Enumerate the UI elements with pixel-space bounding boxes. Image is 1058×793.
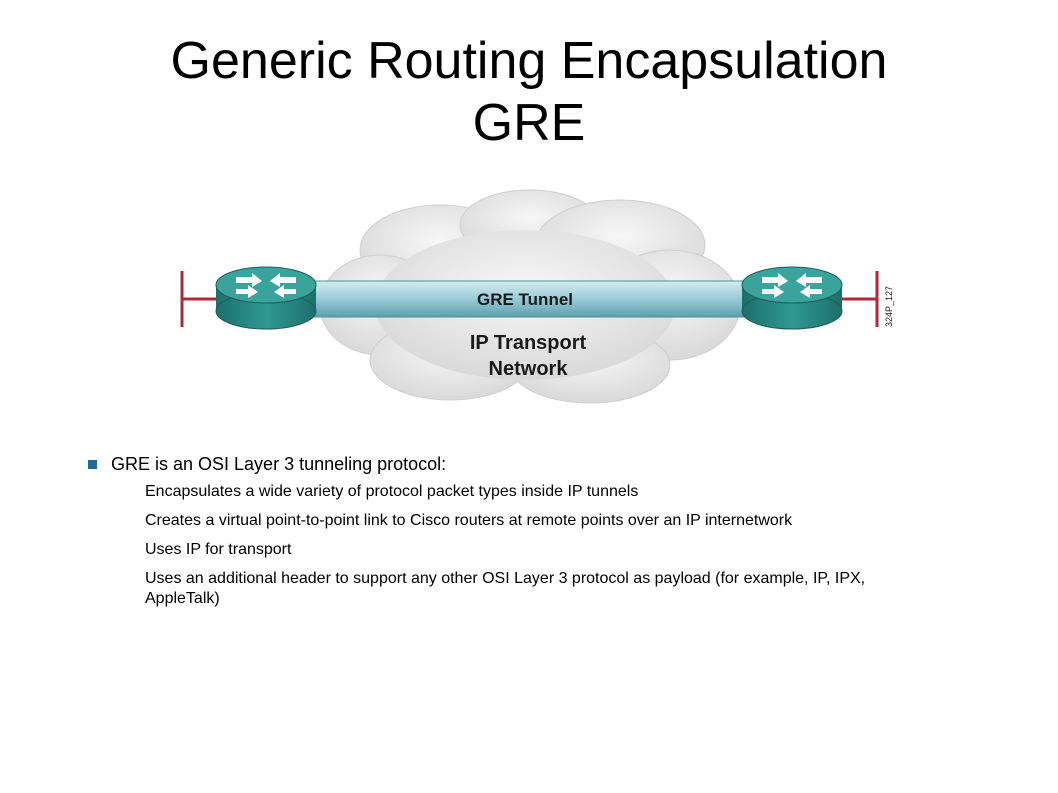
slide-title: Generic Routing Encapsulation GRE bbox=[0, 30, 1058, 154]
slide-title-line-1: Generic Routing Encapsulation bbox=[170, 32, 888, 90]
sub-bullet-item: Uses an additional header to support any… bbox=[145, 570, 866, 607]
left-link-line bbox=[180, 271, 220, 327]
sub-bullet-item: Creates a virtual point-to-point link to… bbox=[145, 512, 793, 529]
gre-tunnel-label: GRE Tunnel bbox=[477, 290, 573, 309]
right-router-icon bbox=[741, 266, 843, 330]
gre-tunnel-diagram: GRE Tunnel IP Transport Network 324P_127 bbox=[180, 189, 894, 404]
main-bullet: GRE is an OSI Layer 3 tunneling protocol… bbox=[88, 452, 948, 476]
cloud-label-line-1: IP Transport bbox=[470, 332, 587, 354]
main-bullet-text: GRE is an OSI Layer 3 tunneling protocol… bbox=[111, 454, 447, 474]
right-link-line bbox=[840, 271, 879, 327]
bullet-list: GRE is an OSI Layer 3 tunneling protocol… bbox=[88, 452, 948, 618]
sub-bullet-item: Encapsulates a wide variety of protocol … bbox=[145, 483, 639, 500]
sub-bullet-item: Uses IP for transport bbox=[145, 541, 292, 558]
square-bullet-icon bbox=[88, 460, 97, 469]
figure-id: 324P_127 bbox=[884, 286, 894, 327]
cloud-label-line-2: Network bbox=[489, 358, 569, 380]
sub-bullet-list: Encapsulates a wide variety of protocol … bbox=[88, 482, 948, 609]
gre-tunnel bbox=[289, 280, 770, 318]
left-router-icon bbox=[215, 266, 317, 330]
slide-title-line-2: GRE bbox=[472, 94, 586, 152]
